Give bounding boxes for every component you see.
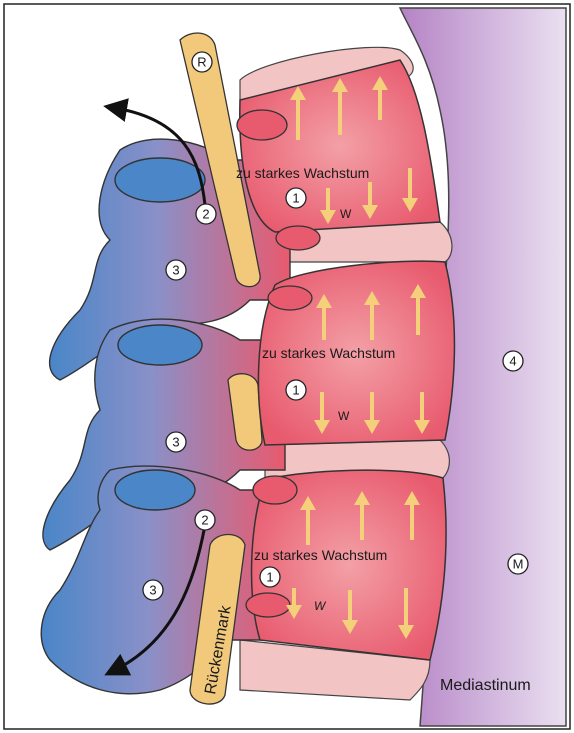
marker-3-mid: 3 — [166, 432, 186, 452]
pedicle-5 — [246, 593, 290, 617]
pedicle-4 — [253, 476, 297, 504]
marker-3-text: 3 — [149, 583, 156, 598]
w-label-bottom: W — [314, 599, 327, 613]
growth-label-mid: zu starkes Wachstum — [262, 345, 395, 361]
marker-2-top: 2 — [196, 204, 216, 224]
marker-3-text: 3 — [172, 263, 179, 278]
mediastinum-label: Mediastinum — [440, 677, 531, 694]
growth-label-bottom: zu starkes Wachstum — [254, 547, 387, 563]
growth-label-top: zu starkes Wachstum — [236, 165, 369, 181]
transverse-process-2 — [118, 325, 202, 365]
marker-M-text: M — [513, 557, 524, 572]
transverse-process-1 — [115, 158, 205, 202]
pedicle-1 — [237, 110, 287, 140]
pedicle-2 — [276, 226, 320, 250]
marker-3-top: 3 — [166, 260, 186, 280]
marker-4: 4 — [503, 351, 523, 371]
marker-1-mid: 1 — [286, 380, 306, 400]
marker-1-text: 1 — [292, 383, 299, 398]
marker-2-text: 2 — [202, 207, 209, 222]
marker-3-bottom: 3 — [143, 580, 163, 600]
marker-1-text: 1 — [292, 191, 299, 206]
pedicle-3 — [268, 286, 312, 310]
marker-R: R — [192, 52, 212, 72]
w-label-top: W — [340, 207, 352, 221]
w-label-mid: W — [338, 409, 350, 423]
marker-1-bottom: 1 — [260, 567, 280, 587]
marker-1-text: 1 — [266, 570, 273, 585]
marker-2-bottom: 2 — [195, 510, 215, 530]
marker-M: M — [508, 554, 528, 574]
transverse-process-3 — [115, 470, 195, 510]
marker-4-text: 4 — [509, 354, 516, 369]
marker-3-text: 3 — [172, 435, 179, 450]
marker-1-top: 1 — [286, 188, 306, 208]
marker-2-text: 2 — [201, 513, 208, 528]
marker-R-text: R — [197, 55, 206, 70]
